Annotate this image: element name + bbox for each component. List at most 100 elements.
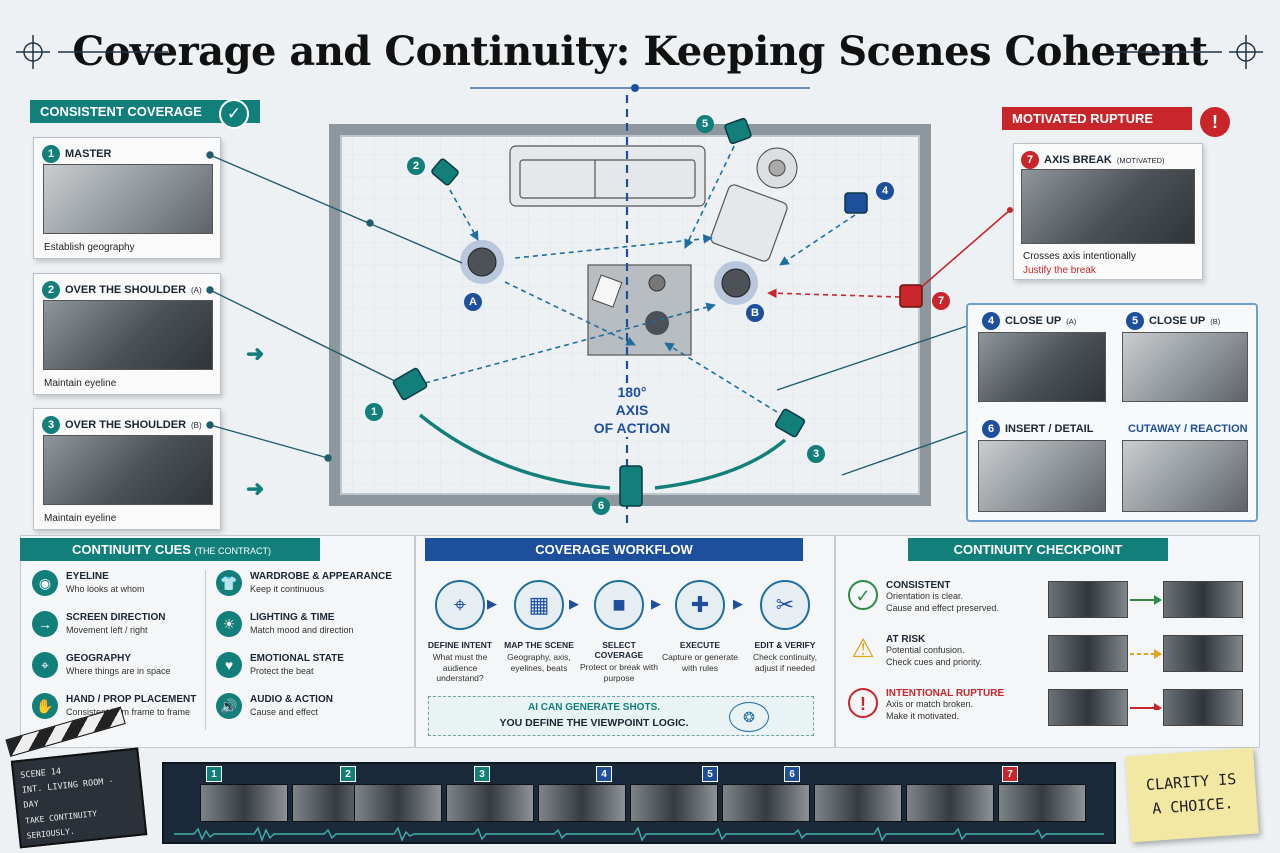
continuity-cues-panel [20, 535, 415, 748]
shot-number-badge: 6 [982, 420, 1000, 438]
film-frame [354, 784, 442, 822]
eye-icon: ◉ [32, 570, 58, 596]
timeline-marker[interactable]: 7 [1002, 766, 1018, 782]
camera-1-icon [392, 367, 428, 401]
shot-subtitle: (B) [191, 420, 202, 430]
camera-3-icon [774, 408, 806, 438]
ots-a-shot-image [43, 300, 213, 370]
audio-waveform [174, 826, 1104, 842]
film-frame [200, 784, 288, 822]
shot-number-badge: 1 [42, 145, 60, 163]
heart-icon: ♥ [216, 652, 242, 678]
film-frame [446, 784, 534, 822]
shot-card-ots-a[interactable]: 2 OVER THE SHOULDER (A) Maintain eyeline [33, 273, 221, 395]
motivated-rupture-banner: MOTIVATED RUPTURE [1002, 107, 1192, 130]
cutaway-image [1122, 440, 1248, 512]
shot-number-badge: 2 [42, 281, 60, 299]
workflow-arrow-icon: ▶ [569, 596, 579, 611]
timeline-marker[interactable]: 4 [596, 766, 612, 782]
character-b-badge: B [746, 304, 764, 322]
crosshair-icon: ⌖ [435, 580, 485, 630]
camera-2-label: 2 [407, 157, 425, 175]
character-b [714, 261, 758, 305]
consistent-coverage-label: CONSISTENT COVERAGE [40, 104, 202, 119]
workflow-arrow-icon: ▶ [651, 596, 661, 611]
checkpoint-thumbnail [1048, 689, 1128, 726]
arrow-right-icon: → [32, 611, 58, 637]
camera-5-icon [724, 117, 752, 145]
master-shot-image [43, 164, 213, 234]
alert-icon: ! [1200, 107, 1230, 137]
checkpoint-thumbnail [1048, 635, 1128, 672]
timeline-marker[interactable]: 3 [474, 766, 490, 782]
checkpoint-arrows [1130, 595, 1162, 710]
shot-card-axis-break[interactable]: 7 AXIS BREAK (MOTIVATED) Crosses axis in… [1013, 143, 1203, 280]
shot-subtitle: (B) [1210, 316, 1221, 326]
shot-note: Justify the break [1023, 265, 1096, 276]
film-frame [814, 784, 902, 822]
shot-card-ots-b[interactable]: 3 OVER THE SHOULDER (B) Maintain eyeline [33, 408, 221, 530]
axis-of-action-label: 180° AXIS OF ACTION [572, 383, 692, 437]
film-frame [630, 784, 718, 822]
shot-title: MASTER [65, 148, 112, 160]
film-frame [722, 784, 810, 822]
character-a-badge: A [464, 293, 482, 311]
map-icon: ▦ [514, 580, 564, 630]
timeline-marker[interactable]: 6 [784, 766, 800, 782]
coverage-workflow-banner: COVERAGE WORKFLOW [425, 538, 803, 561]
shot-subtitle: (A) [1066, 316, 1077, 326]
continuity-checkpoint-banner: CONTINUITY CHECKPOINT [908, 538, 1168, 561]
page-title: Coverage and Continuity: Keeping Scenes … [72, 28, 1208, 75]
brain-icon: ❂ [729, 702, 769, 732]
shot-subtitle: (A) [191, 285, 202, 295]
shot-title: OVER THE SHOULDER [65, 419, 187, 431]
shot-number-badge: 4 [982, 312, 1000, 330]
floorplan-diagram [206, 95, 1013, 528]
workflow-step-execute: ✚ EXECUTE Capture or generate with rules [658, 580, 742, 673]
shot-cell-close-up-b[interactable]: 5 CLOSE UP (B) [1122, 312, 1252, 407]
shot-title: CLOSE UP [1149, 315, 1206, 327]
timeline-marker[interactable]: 5 [702, 766, 718, 782]
timeline-marker[interactable]: 2 [340, 766, 356, 782]
filmstrip-timeline: 1 2 3 4 5 6 7 [162, 762, 1116, 844]
warning-icon: ⚠ [851, 633, 875, 663]
checkpoint-intentional-rupture: ! INTENTIONAL RUPTURE Axis or match brok… [848, 688, 1004, 722]
shot-caption: Establish geography [44, 242, 135, 253]
workflow-arrow-icon: ▶ [487, 596, 497, 611]
map-pin-icon: ⌖ [32, 652, 58, 678]
shot-card-master[interactable]: 1 MASTER Establish geography [33, 137, 221, 259]
shot-title: CUTAWAY / REACTION [1128, 423, 1248, 435]
workflow-step-select-coverage: ■ SELECT COVERAGE Protect or break with … [577, 580, 661, 683]
coffee-table [587, 264, 692, 356]
camera-7-icon [899, 284, 923, 308]
dolly-arc-left [418, 413, 611, 490]
checkpoint-thumbnail [1163, 581, 1243, 618]
shot-cell-cutaway[interactable]: CUTAWAY / REACTION [1122, 420, 1252, 515]
sofa [509, 145, 706, 207]
checkpoint-thumbnail [1048, 581, 1128, 618]
workflow-arrow-icon: ▶ [733, 596, 743, 611]
film-frame [538, 784, 626, 822]
checkpoint-at-risk: ⚠ AT RISK Potential confusion. Check cue… [848, 634, 982, 668]
film-frame [906, 784, 994, 822]
check-icon: ✓ [219, 99, 249, 129]
camera-2-icon [431, 158, 459, 186]
speaker-icon: 🔊 [216, 693, 242, 719]
dolly-arc-right [654, 438, 787, 490]
timeline-marker[interactable]: 1 [206, 766, 222, 782]
shot-subtitle: (MOTIVATED) [1116, 155, 1165, 165]
shot-cell-close-up-a[interactable]: 4 CLOSE UP (A) [978, 312, 1110, 407]
camera-5-label: 5 [696, 115, 714, 133]
shot-cell-insert[interactable]: 6 INSERT / DETAIL [978, 420, 1110, 515]
checkpoint-consistent: ✓ CONSISTENT Orientation is clear. Cause… [848, 580, 999, 614]
close-up-b-image [1122, 332, 1248, 402]
axis-break-shot-image [1021, 169, 1195, 244]
shot-caption: Crosses axis intentionally [1023, 251, 1136, 262]
continuity-cues-banner: CONTINUITY CUES (THE CONTRACT) [20, 538, 320, 561]
shot-number-badge: 5 [1126, 312, 1144, 330]
insert-detail-image [978, 440, 1106, 512]
